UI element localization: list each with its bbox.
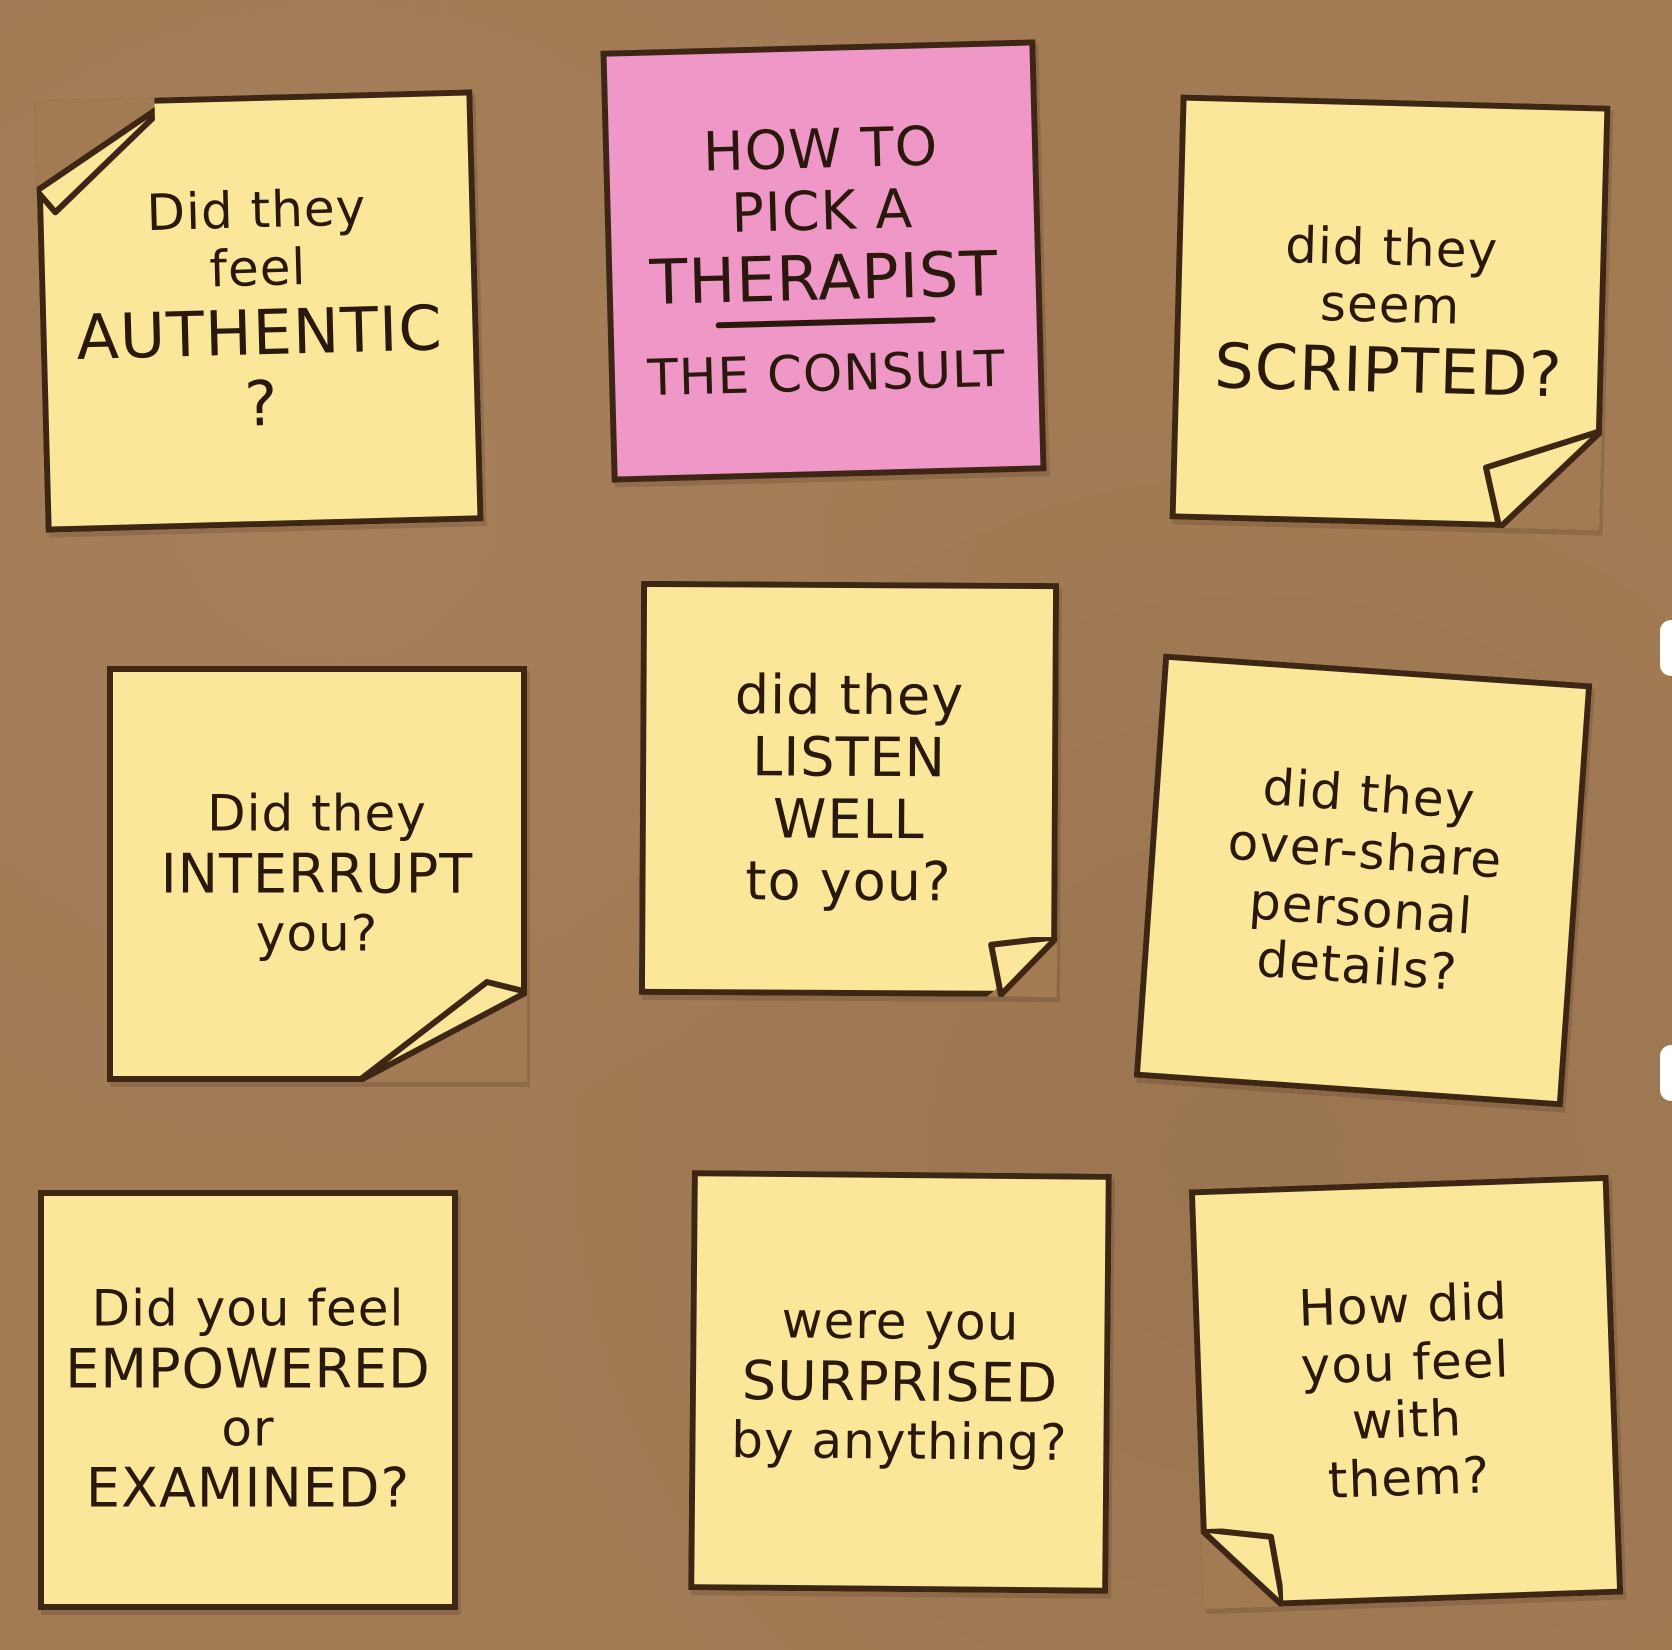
note-line: did they <box>734 663 965 728</box>
sticky-note-title: HOW TO PICK A THERAPIST THE CONSULT <box>600 39 1047 483</box>
folded-corner-icon <box>986 936 1058 998</box>
title-line: HOW TO <box>702 114 939 184</box>
folded-corner-icon <box>1200 1526 1284 1610</box>
sticky-note-overshare: did they over-share personal details? <box>1133 653 1593 1108</box>
sticky-note-feel-with-them: How did you feel with them? <box>1188 1174 1624 1610</box>
sticky-note-empowered: Did you feel EMPOWERED or EXAMINED? <box>38 1190 458 1610</box>
note-line: or <box>221 1399 275 1457</box>
note-line: ? <box>243 367 280 441</box>
note-line: EXAMINED? <box>85 1456 411 1520</box>
note-line: AUTHENTIC <box>75 291 444 374</box>
sticky-note-authentic: Did they feel AUTHENTIC ? <box>34 89 484 533</box>
note-line: EMPOWERED <box>65 1336 431 1400</box>
note-line: WELL <box>772 787 925 852</box>
subtitle-line: THE CONSULT <box>646 340 1007 408</box>
edge-marker <box>1660 1045 1672 1101</box>
note-line: Did they <box>207 784 427 843</box>
note-line: were you <box>781 1291 1020 1352</box>
note-line: SCRIPTED? <box>1213 328 1564 411</box>
note-line: INTERRUPT <box>160 841 474 905</box>
title-line: THERAPIST <box>648 237 1000 320</box>
note-line: to you? <box>745 849 952 914</box>
note-line: Did you feel <box>91 1279 405 1338</box>
folded-corner-icon <box>1479 407 1603 531</box>
sticky-note-interrupt: Did they INTERRUPT you? <box>107 666 527 1082</box>
title-underline <box>715 317 936 329</box>
note-line: you? <box>255 904 379 963</box>
note-line: LISTEN <box>752 725 947 790</box>
sticky-note-listen: did they LISTEN WELL to you? <box>638 580 1060 998</box>
folded-corner-icon <box>357 972 527 1082</box>
sticky-note-scripted: did they seem SCRIPTED? <box>1169 94 1611 531</box>
edge-marker <box>1660 620 1672 676</box>
note-line: by anything? <box>731 1410 1068 1472</box>
note-line: SURPRISED <box>741 1348 1059 1415</box>
sticky-note-surprised: were you SURPRISED by anything? <box>688 1170 1112 1594</box>
